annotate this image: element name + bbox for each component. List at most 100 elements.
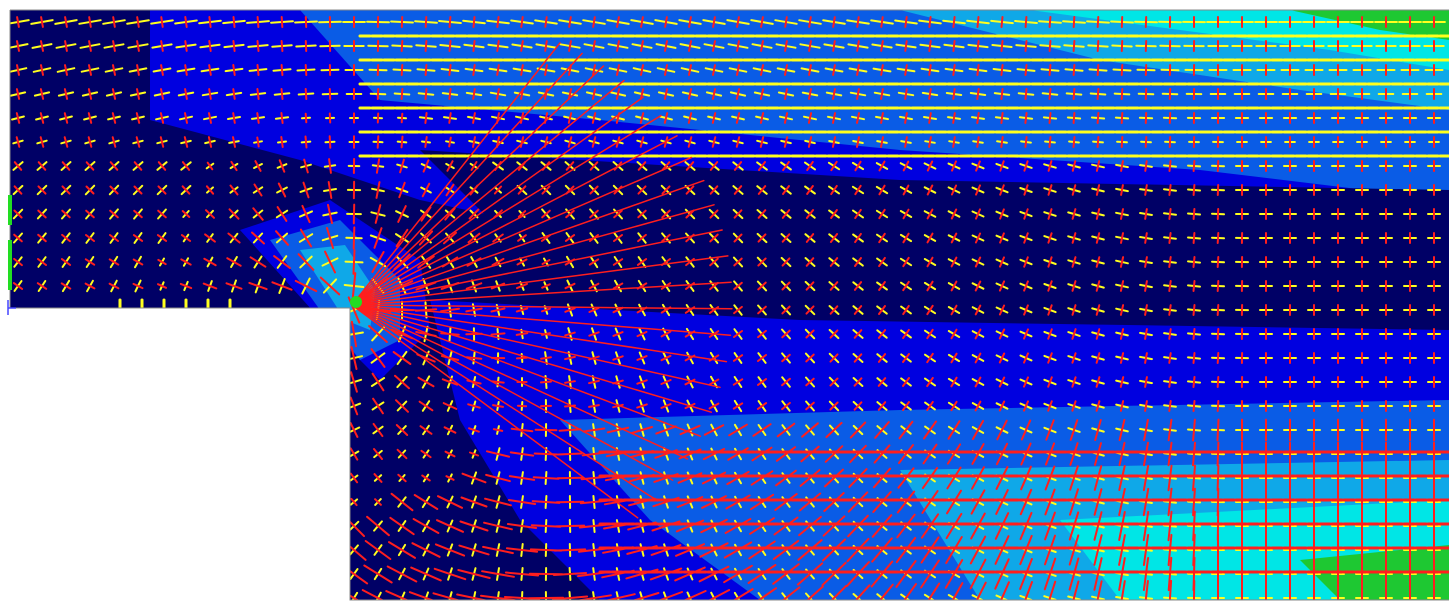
tension-vector xyxy=(928,112,932,124)
tension-vector xyxy=(472,64,476,76)
tension-vector xyxy=(1047,208,1053,220)
tension-vector xyxy=(399,158,405,174)
tension-vector xyxy=(832,88,836,100)
tension-vector xyxy=(673,590,707,600)
contour-band-upper-5 xyxy=(1030,10,1449,70)
tension-vector xyxy=(1167,533,1173,567)
tension-vector xyxy=(280,136,284,148)
tension-vector xyxy=(424,16,428,28)
tension-vector xyxy=(757,257,767,267)
tension-vector xyxy=(1192,510,1196,542)
tension-vector xyxy=(639,112,645,124)
tension-vector xyxy=(724,518,752,534)
tension-vector xyxy=(920,513,940,539)
tension-vector xyxy=(660,330,672,338)
tension-vector xyxy=(1072,88,1076,100)
tension-vector xyxy=(904,88,908,100)
tension-vector xyxy=(926,160,934,172)
tension-vector xyxy=(1095,328,1101,340)
tension-vector xyxy=(350,346,358,370)
tension-vector xyxy=(853,329,863,339)
tension-vector xyxy=(821,561,847,587)
tension-vector xyxy=(856,16,860,28)
tension-vector xyxy=(757,233,767,243)
tension-vector xyxy=(688,64,692,76)
tension-vector xyxy=(781,377,791,387)
tension-vector xyxy=(1168,256,1172,268)
tension-vector xyxy=(674,566,706,582)
tension-vector xyxy=(919,582,941,600)
tension-vector xyxy=(1000,88,1004,100)
tension-vector xyxy=(208,88,212,100)
tension-vector xyxy=(517,234,527,242)
tension-vector xyxy=(846,561,870,587)
tension-vector xyxy=(759,112,765,124)
tension-vector xyxy=(878,305,886,315)
tension-vector xyxy=(37,185,47,195)
tension-vector xyxy=(351,304,689,460)
tension-vector xyxy=(829,353,839,363)
tension-vector xyxy=(371,372,385,392)
tension-vector xyxy=(1168,184,1172,196)
tension-vector xyxy=(1168,328,1172,340)
tension-vector xyxy=(613,234,623,242)
tension-vector xyxy=(63,88,69,100)
tension-vector xyxy=(564,307,576,313)
tension-vector xyxy=(207,136,213,148)
tension-vector xyxy=(1024,64,1028,76)
tension-vector xyxy=(748,540,776,560)
tension-vector xyxy=(636,330,648,338)
tension-vector xyxy=(111,112,117,124)
tension-vector xyxy=(517,185,527,195)
tension-vector xyxy=(1048,64,1052,76)
tension-vector xyxy=(271,281,293,291)
tension-vector xyxy=(1119,376,1125,388)
tension-vector xyxy=(1048,88,1052,100)
tension-vector xyxy=(1044,511,1056,541)
tension-vector xyxy=(1072,64,1076,76)
tension-vector xyxy=(856,112,860,124)
tension-vector xyxy=(515,307,529,313)
tension-vector xyxy=(926,232,934,244)
tension-vector xyxy=(1216,464,1220,492)
tension-vector xyxy=(1119,400,1125,412)
tension-vector xyxy=(1072,136,1076,148)
tension-vector xyxy=(976,64,980,76)
tension-vector xyxy=(757,305,767,315)
tension-vector xyxy=(974,304,982,316)
tension-vector xyxy=(1144,136,1148,148)
tension-vector xyxy=(600,593,636,600)
tension-vector xyxy=(616,16,620,28)
tension-vector xyxy=(424,112,428,124)
tension-vector xyxy=(135,112,141,124)
tension-vector xyxy=(232,136,236,148)
tension-vector xyxy=(350,371,358,393)
tension-vector xyxy=(588,379,600,385)
tension-vector xyxy=(854,257,862,267)
tension-vector xyxy=(1144,184,1148,196)
tension-vector xyxy=(708,402,720,410)
tension-vector xyxy=(351,255,729,306)
tension-vector xyxy=(902,280,910,292)
tension-vector xyxy=(1094,442,1102,466)
tension-vector xyxy=(709,281,719,291)
tension-vector xyxy=(1142,557,1150,591)
tension-vector xyxy=(1095,160,1101,172)
tension-vector xyxy=(349,396,359,416)
tension-vector xyxy=(904,112,908,124)
tension-vector xyxy=(349,447,359,461)
tension-vector xyxy=(675,519,705,533)
tension-vector xyxy=(874,421,890,439)
tension-vector xyxy=(351,179,705,306)
tension-vector xyxy=(896,513,916,539)
tension-vector xyxy=(712,64,716,76)
tension-vector xyxy=(541,259,551,265)
tension-vector xyxy=(1192,184,1196,196)
tension-vector xyxy=(389,516,415,536)
tension-vector xyxy=(853,305,863,315)
tension-vector xyxy=(565,209,575,219)
tension-vector xyxy=(351,52,583,306)
tension-vector xyxy=(950,352,958,364)
tension-vector xyxy=(781,233,791,243)
tension-vector xyxy=(757,354,767,362)
